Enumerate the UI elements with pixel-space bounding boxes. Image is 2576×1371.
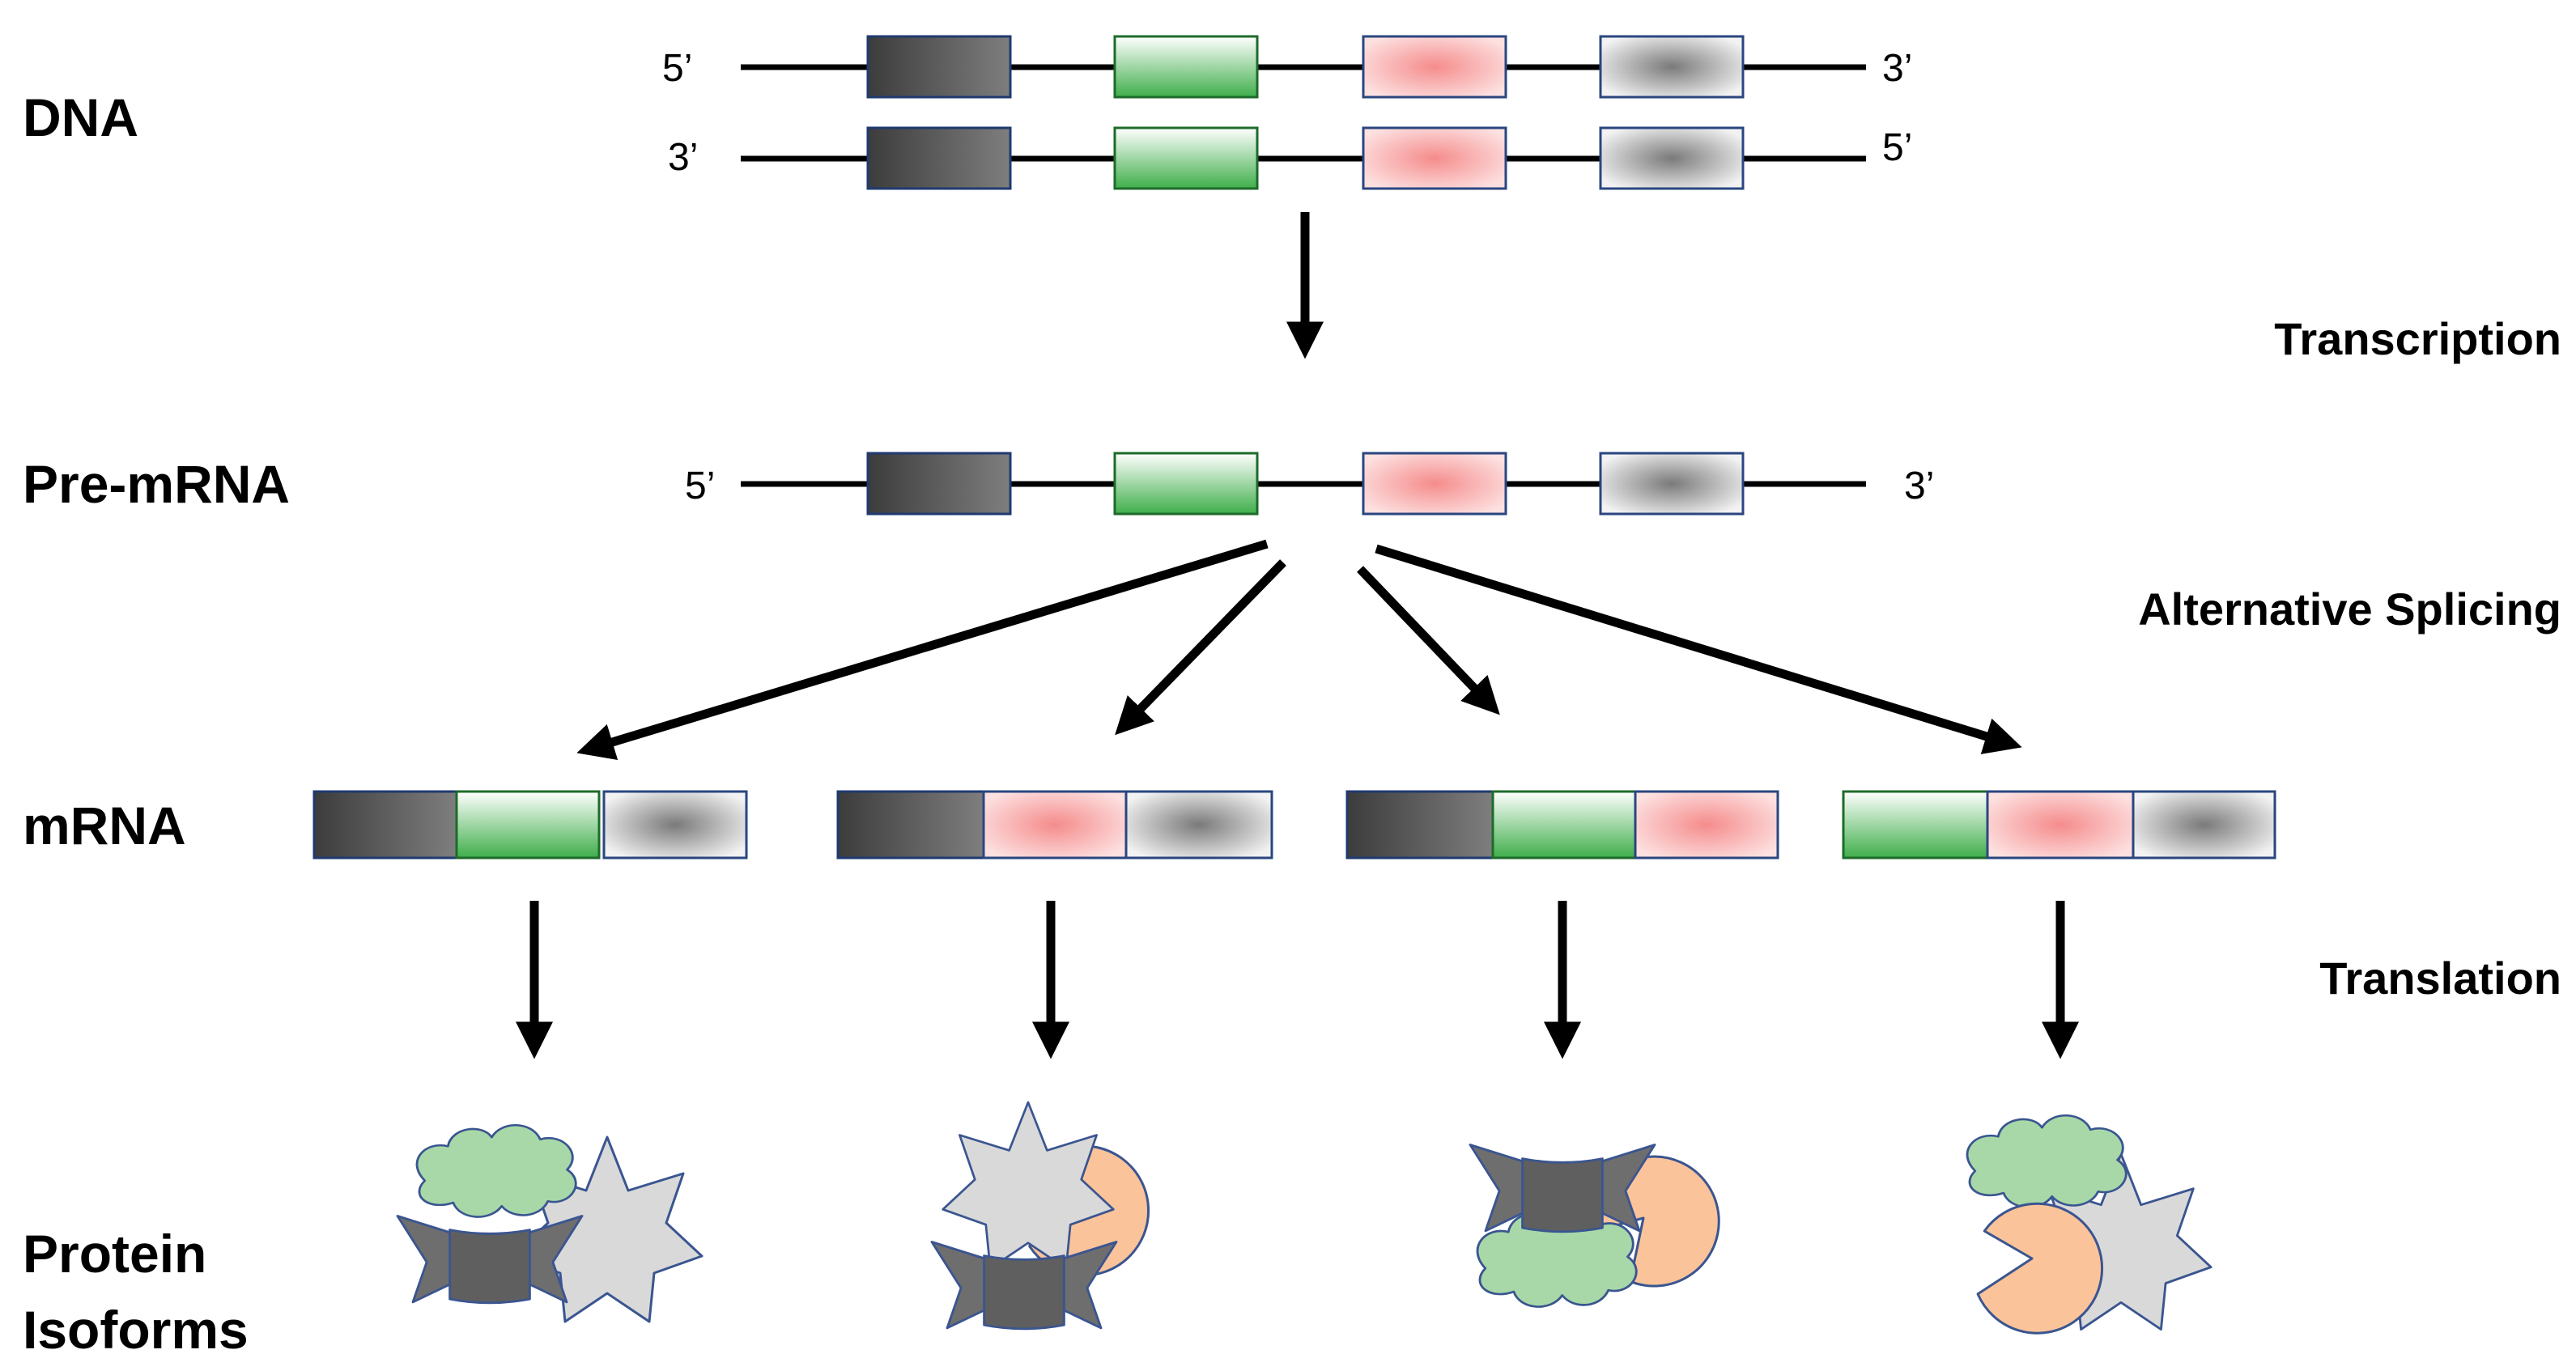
dna-top-strand: 5’ 3’ <box>662 35 1912 99</box>
exon-dark-gray <box>836 790 985 860</box>
stage-label-isoforms: Isoforms <box>23 1300 249 1360</box>
protein-isoform-4 <box>1957 1114 2213 1349</box>
exon-green <box>1113 126 1259 190</box>
process-label-translation: Translation <box>2319 953 2561 1004</box>
pre-mrna-5prime-label: 5’ <box>685 465 715 507</box>
exon-green <box>1113 35 1259 99</box>
translation-arrows <box>515 901 2080 1059</box>
exon-pink <box>1362 126 1507 190</box>
exon-pink <box>1634 790 1779 860</box>
exon-pink <box>982 790 1128 860</box>
stage-label-mrna: mRNA <box>23 796 186 855</box>
dna-double-strand: 5’ 3’ 3’ 5’ <box>662 35 1912 190</box>
exon-dark-gray <box>866 452 1012 516</box>
exon-light-gray <box>1124 790 1273 860</box>
pre-mrna-strand: 5’ 3’ <box>685 452 1934 516</box>
protein-isoform-1 <box>396 1123 704 1323</box>
protein-isoform-3 <box>1469 1131 1745 1311</box>
exon-pink <box>1986 790 2135 860</box>
exon-light-gray <box>1599 35 1745 99</box>
dna-top-3prime-label: 3’ <box>1882 47 1912 90</box>
exon-pink <box>1362 452 1507 516</box>
cloud-domain <box>1966 1114 2128 1208</box>
process-label-transcription: Transcription <box>2274 313 2561 364</box>
exon-dark-gray <box>1345 790 1494 860</box>
splicing-arrow-isoform-1 <box>576 539 1269 761</box>
splicing-arrow-isoform-3 <box>1357 566 1500 715</box>
mrna-isoform-2 <box>836 790 1273 860</box>
exon-green <box>1491 790 1637 860</box>
stage-label-pre-mrna: Pre-mRNA <box>23 454 290 514</box>
splicing-arrow-isoform-4 <box>1375 544 2022 754</box>
exon-light-gray <box>602 790 748 860</box>
protein-isoform-2 <box>930 1101 1171 1331</box>
exon-green <box>1842 790 1989 860</box>
dna-bottom-strand: 3’ 5’ <box>668 126 1912 190</box>
mrna-isoform-4 <box>1842 790 2276 860</box>
process-label-alternative-splicing: Alternative Splicing <box>2138 584 2561 635</box>
exon-light-gray <box>2132 790 2276 860</box>
exon-green <box>1113 452 1259 516</box>
dna-bottom-3prime-label: 3’ <box>668 136 698 179</box>
bowtie-domain <box>1469 1144 1656 1233</box>
mrna-isoform-1 <box>312 790 748 860</box>
exon-pink <box>1362 35 1507 99</box>
dna-top-5prime-label: 5’ <box>662 47 692 90</box>
exon-light-gray <box>1599 126 1745 190</box>
exon-dark-gray <box>866 35 1012 99</box>
stage-label-protein: Protein <box>23 1224 206 1284</box>
stage-label-dna: DNA <box>23 87 138 147</box>
bowtie-domain <box>396 1215 584 1305</box>
dna-bottom-5prime-label: 5’ <box>1882 126 1912 169</box>
exon-dark-gray <box>312 790 458 860</box>
pre-mrna-3prime-label: 3’ <box>1904 465 1934 507</box>
bowtie-domain <box>930 1241 1118 1331</box>
splicing-arrow-isoform-2 <box>1115 559 1286 736</box>
splicing-arrows <box>576 539 2022 761</box>
mrna-isoform-3 <box>1345 790 1779 860</box>
exon-light-gray <box>1599 452 1745 516</box>
exon-green <box>455 790 601 860</box>
exon-dark-gray <box>866 126 1012 190</box>
